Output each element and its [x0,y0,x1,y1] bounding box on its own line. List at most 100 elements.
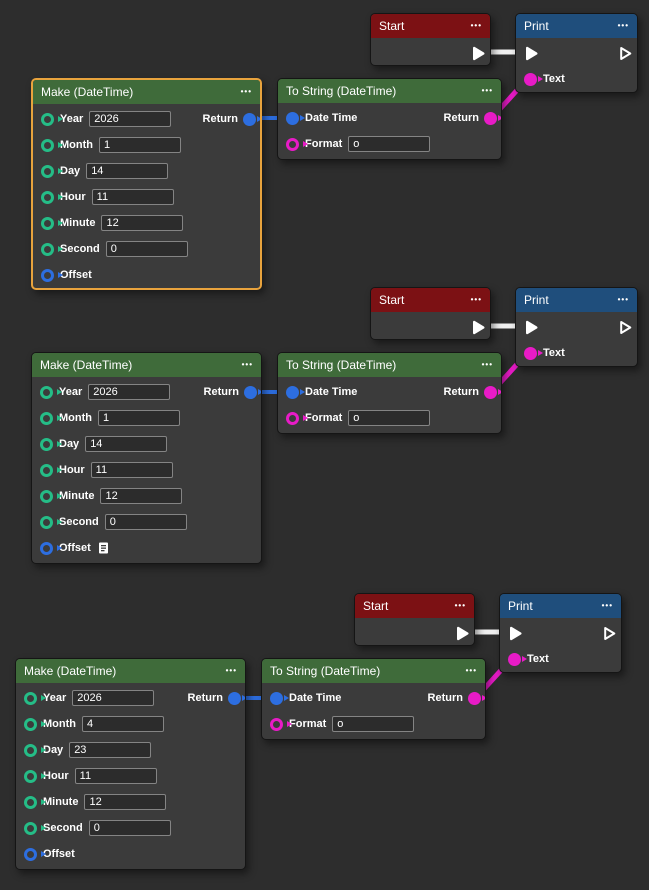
minute-field[interactable] [84,794,166,810]
node-header[interactable]: Start••• [371,288,490,312]
exec-out-port-output[interactable] [471,45,486,62]
menu-dots-icon[interactable]: ••• [241,80,252,104]
node-header[interactable]: Print••• [516,14,637,38]
node-header[interactable]: Make (DateTime)••• [32,353,261,377]
node-start-2[interactable]: Start••• [370,287,491,340]
port-offset-input[interactable] [41,269,54,282]
menu-dots-icon[interactable]: ••• [618,288,629,312]
node-header[interactable]: To String (DateTime)••• [262,659,485,683]
port-format-input[interactable] [286,138,299,151]
port-minute-input[interactable] [24,796,37,809]
port-return-output[interactable] [244,386,257,399]
port-hour-input[interactable] [41,191,54,204]
port-minute-input[interactable] [40,490,53,503]
format-field[interactable] [348,136,430,152]
port-month-input[interactable] [24,718,37,731]
year-field[interactable] [89,111,171,127]
minute-field[interactable] [100,488,182,504]
port-second-input[interactable] [41,243,54,256]
menu-dots-icon[interactable]: ••• [455,594,466,618]
menu-dots-icon[interactable]: ••• [482,79,493,103]
node-tostring-2[interactable]: To String (DateTime)•••Date TimeReturnFo… [277,352,502,434]
port-date-time-input[interactable] [286,386,299,399]
node-print-2[interactable]: Print•••Text [515,287,638,367]
port-return-output[interactable] [484,112,497,125]
second-field[interactable] [106,241,188,257]
node-header[interactable]: Make (DateTime)••• [33,80,260,104]
port-day-input[interactable] [41,165,54,178]
second-field[interactable] [105,514,187,530]
port-day-input[interactable] [40,438,53,451]
port-text-input[interactable] [524,347,537,360]
port-date-time-input[interactable] [286,112,299,125]
node-start-1[interactable]: Start••• [370,13,491,66]
port-offset-input[interactable] [24,848,37,861]
exec-out-port-output[interactable] [618,45,633,62]
port-return-output[interactable] [228,692,241,705]
port-hour-input[interactable] [40,464,53,477]
menu-dots-icon[interactable]: ••• [471,288,482,312]
port-date-time-input[interactable] [270,692,283,705]
menu-dots-icon[interactable]: ••• [226,659,237,683]
exec-out-port-output[interactable] [455,625,470,642]
format-field[interactable] [332,716,414,732]
hour-field[interactable] [91,462,173,478]
node-print-1[interactable]: Print•••Text [515,13,638,93]
port-second-input[interactable] [40,516,53,529]
menu-dots-icon[interactable]: ••• [482,353,493,377]
port-return-output[interactable] [243,113,256,126]
month-field[interactable] [82,716,164,732]
port-year-input[interactable] [24,692,37,705]
node-tostring-3[interactable]: To String (DateTime)•••Date TimeReturnFo… [261,658,486,740]
node-header[interactable]: Print••• [500,594,621,618]
hour-field[interactable] [92,189,174,205]
node-print-3[interactable]: Print•••Text [499,593,622,673]
year-field[interactable] [72,690,154,706]
port-minute-input[interactable] [41,217,54,230]
node-make-1[interactable]: Make (DateTime)•••YearReturnMonthDayHour… [31,78,262,290]
node-header[interactable]: To String (DateTime)••• [278,353,501,377]
port-text-input[interactable] [508,653,521,666]
node-header[interactable]: To String (DateTime)••• [278,79,501,103]
port-hour-input[interactable] [24,770,37,783]
exec-in-port-input[interactable] [508,625,523,642]
port-return-output[interactable] [484,386,497,399]
day-field[interactable] [85,436,167,452]
year-field[interactable] [88,384,170,400]
month-field[interactable] [99,137,181,153]
menu-dots-icon[interactable]: ••• [471,14,482,38]
node-header[interactable]: Make (DateTime)••• [16,659,245,683]
menu-dots-icon[interactable]: ••• [466,659,477,683]
node-start-3[interactable]: Start••• [354,593,475,646]
exec-in-port-input[interactable] [524,45,539,62]
menu-dots-icon[interactable]: ••• [242,353,253,377]
node-header[interactable]: Print••• [516,288,637,312]
day-field[interactable] [86,163,168,179]
node-tostring-1[interactable]: To String (DateTime)•••Date TimeReturnFo… [277,78,502,160]
exec-out-port-output[interactable] [618,319,633,336]
port-day-input[interactable] [24,744,37,757]
menu-dots-icon[interactable]: ••• [602,594,613,618]
port-format-input[interactable] [270,718,283,731]
day-field[interactable] [69,742,151,758]
port-offset-input[interactable] [40,542,53,555]
exec-out-port-output[interactable] [471,319,486,336]
node-make-2[interactable]: Make (DateTime)•••YearReturnMonthDayHour… [31,352,262,564]
menu-dots-icon[interactable]: ••• [618,14,629,38]
port-month-input[interactable] [41,139,54,152]
node-header[interactable]: Start••• [371,14,490,38]
port-format-input[interactable] [286,412,299,425]
exec-out-port-output[interactable] [602,625,617,642]
node-header[interactable]: Start••• [355,594,474,618]
port-text-input[interactable] [524,73,537,86]
format-field[interactable] [348,410,430,426]
port-month-input[interactable] [40,412,53,425]
second-field[interactable] [89,820,171,836]
node-make-3[interactable]: Make (DateTime)•••YearReturnMonthDayHour… [15,658,246,870]
port-return-output[interactable] [468,692,481,705]
port-year-input[interactable] [41,113,54,126]
minute-field[interactable] [101,215,183,231]
month-field[interactable] [98,410,180,426]
port-year-input[interactable] [40,386,53,399]
